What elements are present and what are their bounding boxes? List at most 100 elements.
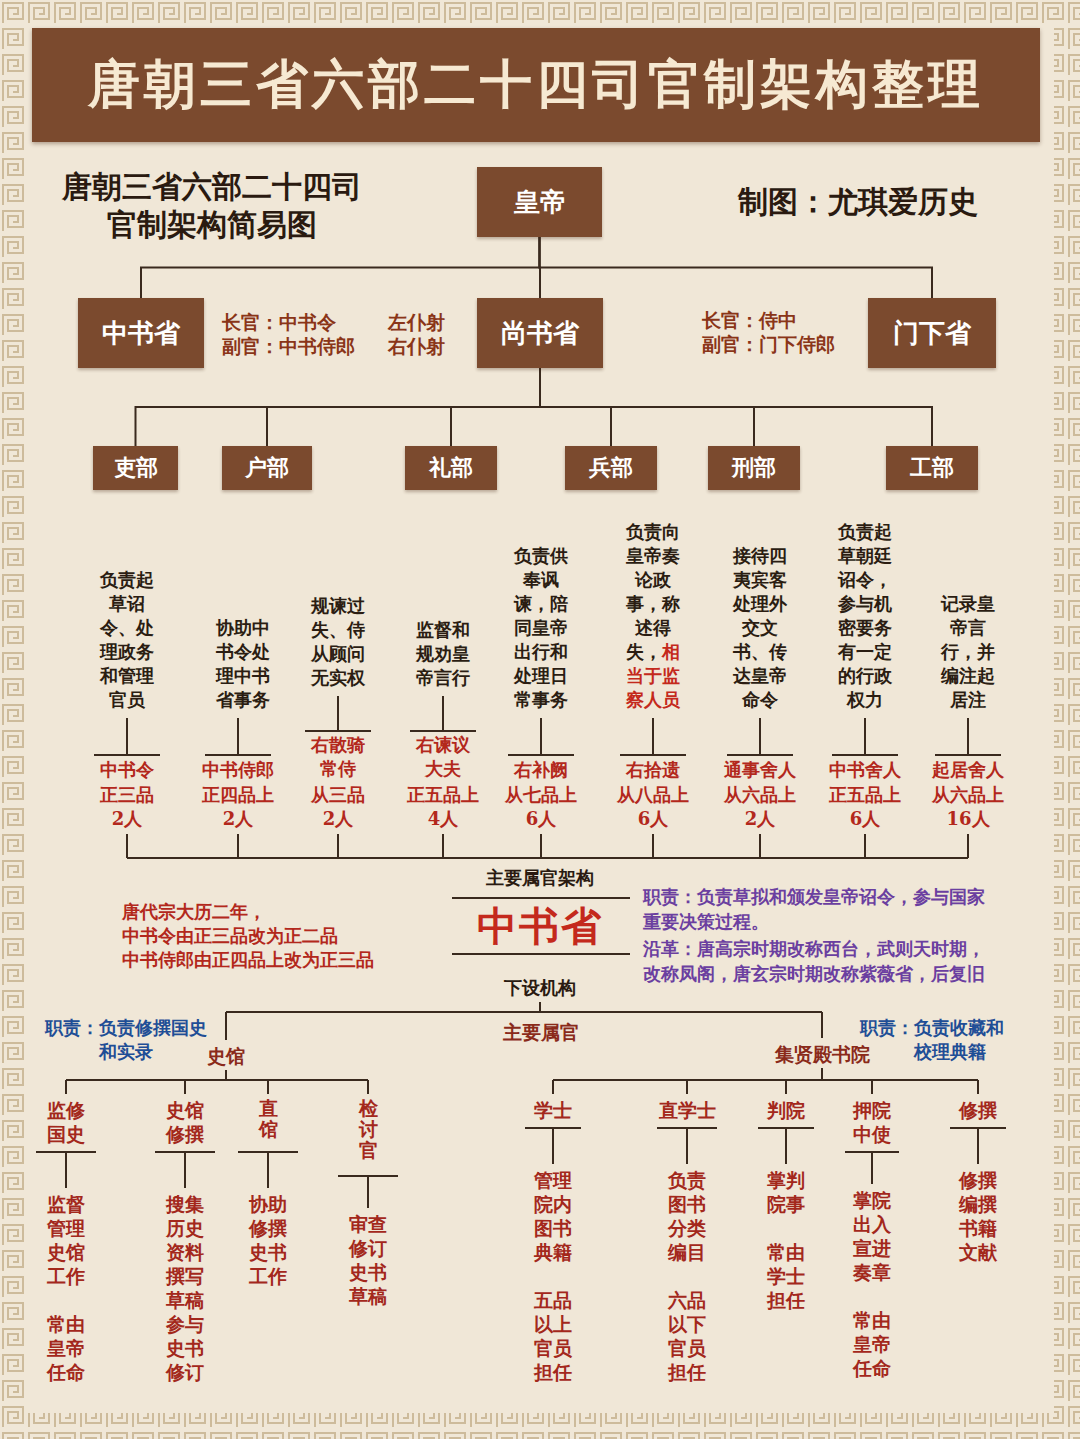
text-label: 判院 (765, 1098, 807, 1122)
text-label: 审查修订史书草稿 (347, 1212, 389, 1308)
text-label: 长官：侍中 (702, 308, 822, 332)
text-label: 检讨官 (359, 1098, 378, 1161)
text-label: 16人 (938, 807, 998, 831)
tree-connector (540, 237, 933, 298)
text-label: 从六品上 (715, 783, 805, 807)
text-label: 左仆射 (388, 310, 468, 334)
tree-connector (451, 368, 540, 446)
text-label: 负责起草朝廷诏令，参与机密要务有一定的行政权力 (832, 520, 898, 712)
tree-connector (141, 237, 540, 298)
org-box: 兵部 (565, 446, 657, 490)
text-label: 6人 (623, 807, 683, 831)
text-label: 6人 (511, 807, 571, 831)
text-label: 监督和规劝皇帝言行 (410, 618, 476, 690)
text-label: 主要属官 (496, 1020, 586, 1044)
text-label: 押院中使 (851, 1098, 893, 1146)
text-label: 右谏议大夫 (412, 733, 474, 781)
text-label: 中书侍郎由正四品上改为正三品 (122, 948, 422, 972)
text-label: 掌院出入宣进奏章 (851, 1188, 893, 1284)
text-label: 正三品 (82, 783, 172, 807)
tree-connector (267, 368, 540, 446)
text-label: 唐朝三省六部二十四司 官制架构简易图 (47, 168, 377, 244)
text-label: 正五品上 (820, 783, 910, 807)
text-label: 中书令 (82, 758, 172, 782)
text-label: 监修国史 (45, 1098, 87, 1146)
text-label: 集贤殿书院 (772, 1042, 872, 1066)
text-label: 修撰编撰书籍文献 (957, 1168, 999, 1264)
box-label: 刑部 (732, 453, 776, 483)
text-label: 修撰 (957, 1098, 999, 1122)
text-label: 直学士 (652, 1098, 722, 1122)
text-label: 监督管理史馆工作 (45, 1192, 87, 1288)
text-label: 6人 (835, 807, 895, 831)
org-box: 吏部 (93, 446, 178, 490)
text-label: 职责：负责收藏和校理典籍 (860, 1016, 1014, 1064)
text-group: 负责向皇帝奏论政事，称述得失，相当于监察人员 (620, 520, 686, 712)
text-label: 协助中书令处理中书省事务 (210, 616, 276, 712)
text-label: 右补阙 (496, 758, 586, 782)
org-box: 尚书省 (477, 298, 603, 368)
box-label: 皇帝 (514, 185, 566, 220)
org-box: 礼部 (405, 446, 497, 490)
box-label: 礼部 (429, 453, 473, 483)
border-right (1054, 0, 1080, 1439)
text-label: 中书令由正三品改为正二品 (122, 924, 422, 948)
text-label: 职责：负责修撰国史和实录 (45, 1016, 211, 1064)
text-label: 负责起草诏令、处理政务和管理官员 (94, 568, 160, 712)
text-label: 负责供奉讽谏，陪同皇帝出行和处理日常事务 (508, 544, 574, 712)
text-label: 学士 (532, 1098, 574, 1122)
text-label: 2人 (308, 807, 368, 831)
text-label: 史馆 (201, 1044, 251, 1068)
text-label: 下设机构 (490, 976, 590, 1000)
org-box: 皇帝 (477, 167, 602, 237)
text-label: 从六品上 (923, 783, 1013, 807)
text-label: 2人 (97, 807, 157, 831)
text-label: 长官：中书令 (222, 310, 362, 334)
text-label: 规谏过失、侍从顾问无实权 (305, 594, 371, 690)
title-band: 唐朝三省六部二十四司官制架构整理 (32, 28, 1040, 142)
text-label: 中书侍郎 (193, 758, 283, 782)
text-label: 正四品上 (193, 783, 283, 807)
text-label: 中书省 (450, 902, 630, 950)
text-label: 制图：尤琪爱历史 (738, 184, 1018, 220)
text-label: 右拾遗 (608, 758, 698, 782)
text-label: 协助修撰史书工作 (247, 1192, 289, 1288)
border-top (0, 0, 1080, 26)
text-label: 副官：中书侍郎 (222, 334, 382, 358)
text-label: 掌判院事 (765, 1168, 807, 1216)
org-box: 工部 (886, 446, 978, 490)
text-label: 搜集历史资料撰写草稿参与史书修订 (164, 1192, 206, 1384)
text-label: 右仆射 (388, 334, 468, 358)
text-label: 起居舍人 (923, 758, 1013, 782)
org-box: 门下省 (868, 298, 996, 368)
text-label: 记录皇帝言行，并编注起居注 (935, 592, 1001, 712)
text-label: 沿革：唐高宗时期改称西台，武则天时期，改称凤阁，唐玄宗时期改称紫薇省，后复旧 (643, 936, 995, 986)
official-bus (127, 834, 968, 858)
text-label: 六品以下官员担任 (666, 1288, 708, 1384)
text-label: 通事舍人 (715, 758, 805, 782)
text-label: 常由学士担任 (765, 1240, 807, 1312)
text-label: 2人 (208, 807, 268, 831)
shiguan-lines (36, 1070, 398, 1208)
text-label: 唐代宗大历二年， (122, 900, 422, 924)
tree-connector (540, 368, 932, 446)
text-label: 右散骑常侍 (307, 733, 369, 781)
text-label: 4人 (413, 807, 473, 831)
box-label: 户部 (245, 453, 289, 483)
text-label: 负责向皇帝奏论政事，称述得失， (626, 521, 680, 662)
text-label: 中书舍人 (820, 758, 910, 782)
text-label: 管理院内图书典籍 (532, 1168, 574, 1264)
box-label: 中书省 (102, 316, 180, 351)
title-text: 唐朝三省六部二十四司官制架构整理 (88, 50, 984, 120)
org-box: 中书省 (78, 298, 204, 368)
text-label: 负责图书分类编目 (666, 1168, 708, 1264)
jixian-lines (525, 1068, 1006, 1184)
border-left (0, 0, 26, 1439)
text-label: 从八品上 (608, 783, 698, 807)
text-label: 2人 (730, 807, 790, 831)
text-label: 从七品上 (496, 783, 586, 807)
text-label: 五品以上官员担任 (532, 1288, 574, 1384)
text-label: 直馆 (259, 1098, 278, 1140)
